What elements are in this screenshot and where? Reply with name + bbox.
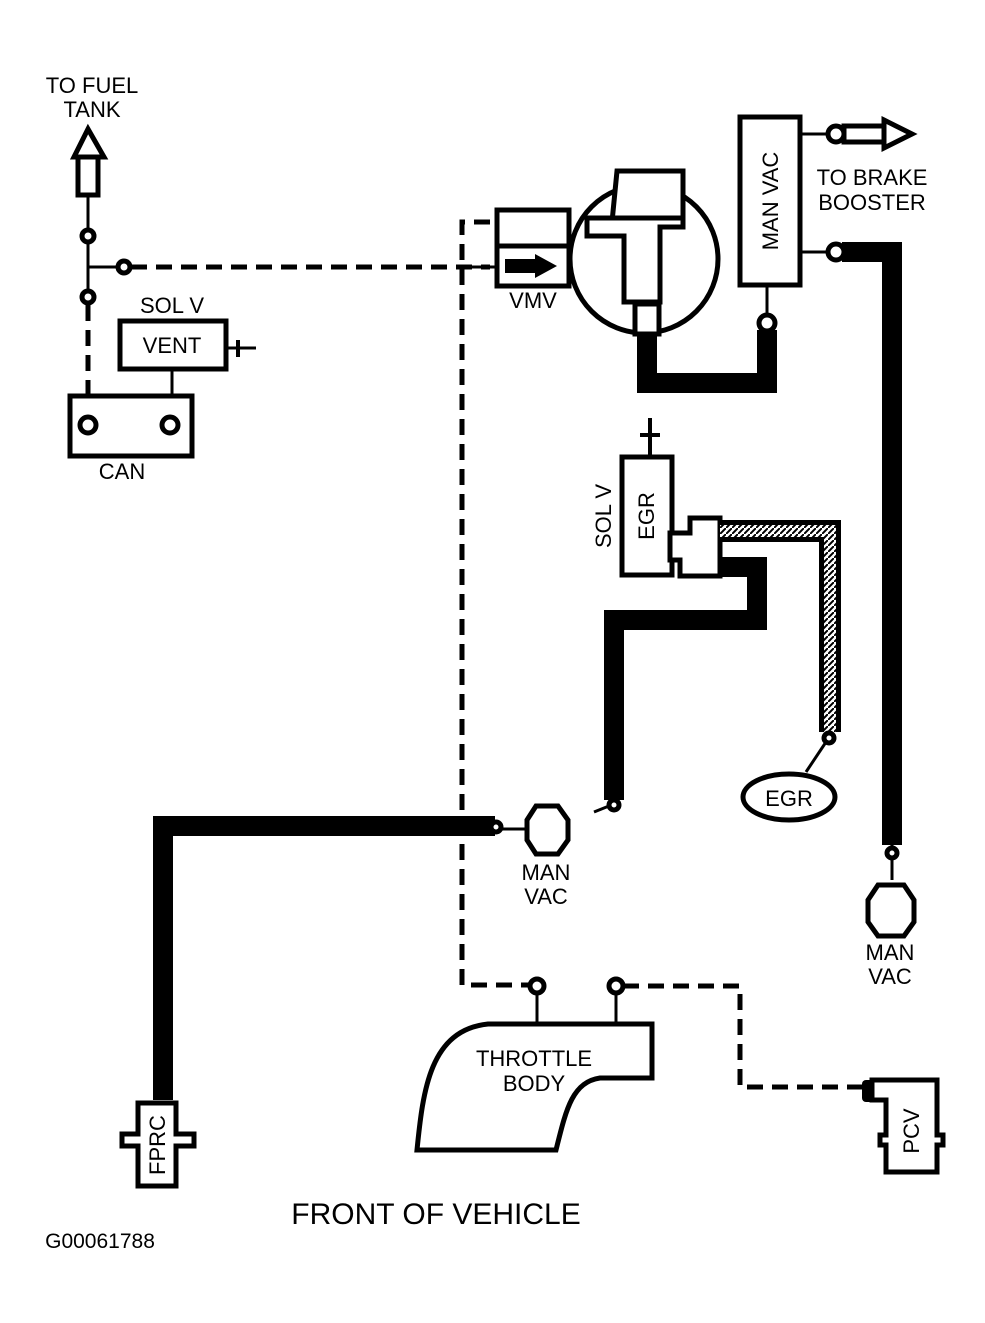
plus-terminal-icon bbox=[226, 340, 256, 357]
vacuum-hose-vmv-to-manvac bbox=[637, 330, 777, 393]
fitting-port bbox=[79, 288, 97, 306]
throttle-body-label-line1: THROTTLE bbox=[476, 1046, 592, 1071]
sol-v-egr-box bbox=[619, 454, 675, 578]
vacuum-hose-egr-to-center-manvac bbox=[604, 557, 767, 800]
arrow-up-icon bbox=[69, 123, 109, 198]
throttle-body: THROTTLE BODY bbox=[414, 976, 655, 1153]
pcv-label: PCV bbox=[899, 1108, 924, 1154]
fitting-port bbox=[756, 312, 778, 334]
throttle-body-shape bbox=[414, 1021, 655, 1153]
canister-label: CAN bbox=[99, 459, 145, 484]
vmv-upper-box bbox=[494, 207, 572, 249]
vacuum-hose-to-right-manvac bbox=[842, 242, 902, 845]
man-vac-center-label-line2: VAC bbox=[524, 884, 568, 909]
fitting-port bbox=[825, 241, 847, 263]
plus-terminal-icon bbox=[640, 418, 660, 457]
figure-id: G00061788 bbox=[45, 1230, 155, 1253]
egr-valve-label: EGR bbox=[765, 786, 813, 811]
to-brake-booster-line1: TO BRAKE bbox=[817, 165, 928, 190]
tee-nipple bbox=[632, 301, 662, 337]
arrow-right-icon bbox=[505, 254, 557, 278]
to-fuel-tank-group: TO FUEL TANK bbox=[46, 73, 139, 198]
to-brake-booster-line2: BOOSTER bbox=[818, 190, 926, 215]
man-vac-block-box bbox=[737, 114, 803, 288]
sol-v-egr-title: SOL V bbox=[591, 484, 616, 548]
man-vac-block-label: MAN VAC bbox=[758, 152, 783, 251]
sol-v-vent-title: SOL V bbox=[140, 293, 204, 318]
fprc: FPRC bbox=[119, 1100, 197, 1189]
sol-v-vent-label: VENT bbox=[143, 333, 202, 358]
vmv-label: VMV bbox=[509, 288, 557, 313]
fprc-label: FPRC bbox=[145, 1115, 170, 1175]
man-vac-right-label-line1: MAN bbox=[866, 940, 915, 965]
fitting-port bbox=[77, 414, 99, 436]
to-fuel-tank-label-line1: TO FUEL bbox=[46, 73, 139, 98]
sol-v-egr: EGR SOL V bbox=[591, 418, 723, 579]
fitting-port bbox=[527, 976, 547, 996]
vacuum-hose-to-fprc bbox=[153, 816, 495, 1100]
egr-solenoid-ports bbox=[667, 515, 723, 579]
vmv-assembly: VMV bbox=[466, 168, 721, 337]
man-vac-center-label-line1: MAN bbox=[522, 860, 571, 885]
egr-hose-hatched bbox=[720, 525, 836, 732]
fitting-port bbox=[606, 976, 626, 996]
canister: CAN bbox=[67, 393, 195, 484]
to-fuel-tank-label-line2: TANK bbox=[63, 97, 120, 122]
throttle-body-label-line2: BODY bbox=[503, 1071, 566, 1096]
to-brake-booster-group: TO BRAKE BOOSTER bbox=[817, 115, 928, 215]
fitting-port bbox=[159, 414, 181, 436]
arrow-right-icon bbox=[825, 115, 918, 153]
man-vac-block: MAN VAC bbox=[737, 114, 847, 334]
fitting-port bbox=[79, 227, 97, 245]
man-vac-center: MAN VAC bbox=[500, 803, 610, 909]
fuel-tank-vapor-lines bbox=[79, 195, 490, 398]
sol-v-vent: SOL V VENT bbox=[117, 293, 256, 398]
egr-valve: EGR bbox=[740, 771, 838, 823]
pcv-valve: PCV bbox=[862, 1077, 946, 1175]
vapor-line-to-throttle-body bbox=[459, 219, 530, 988]
fitting-port bbox=[115, 258, 133, 276]
man-vac-right: MAN VAC bbox=[865, 882, 917, 989]
man-vac-right-label-line2: VAC bbox=[868, 964, 912, 989]
vapor-line-to-pcv bbox=[623, 983, 862, 1090]
sol-v-egr-label: EGR bbox=[634, 492, 659, 540]
diagram-title: FRONT OF VEHICLE bbox=[291, 1198, 580, 1231]
